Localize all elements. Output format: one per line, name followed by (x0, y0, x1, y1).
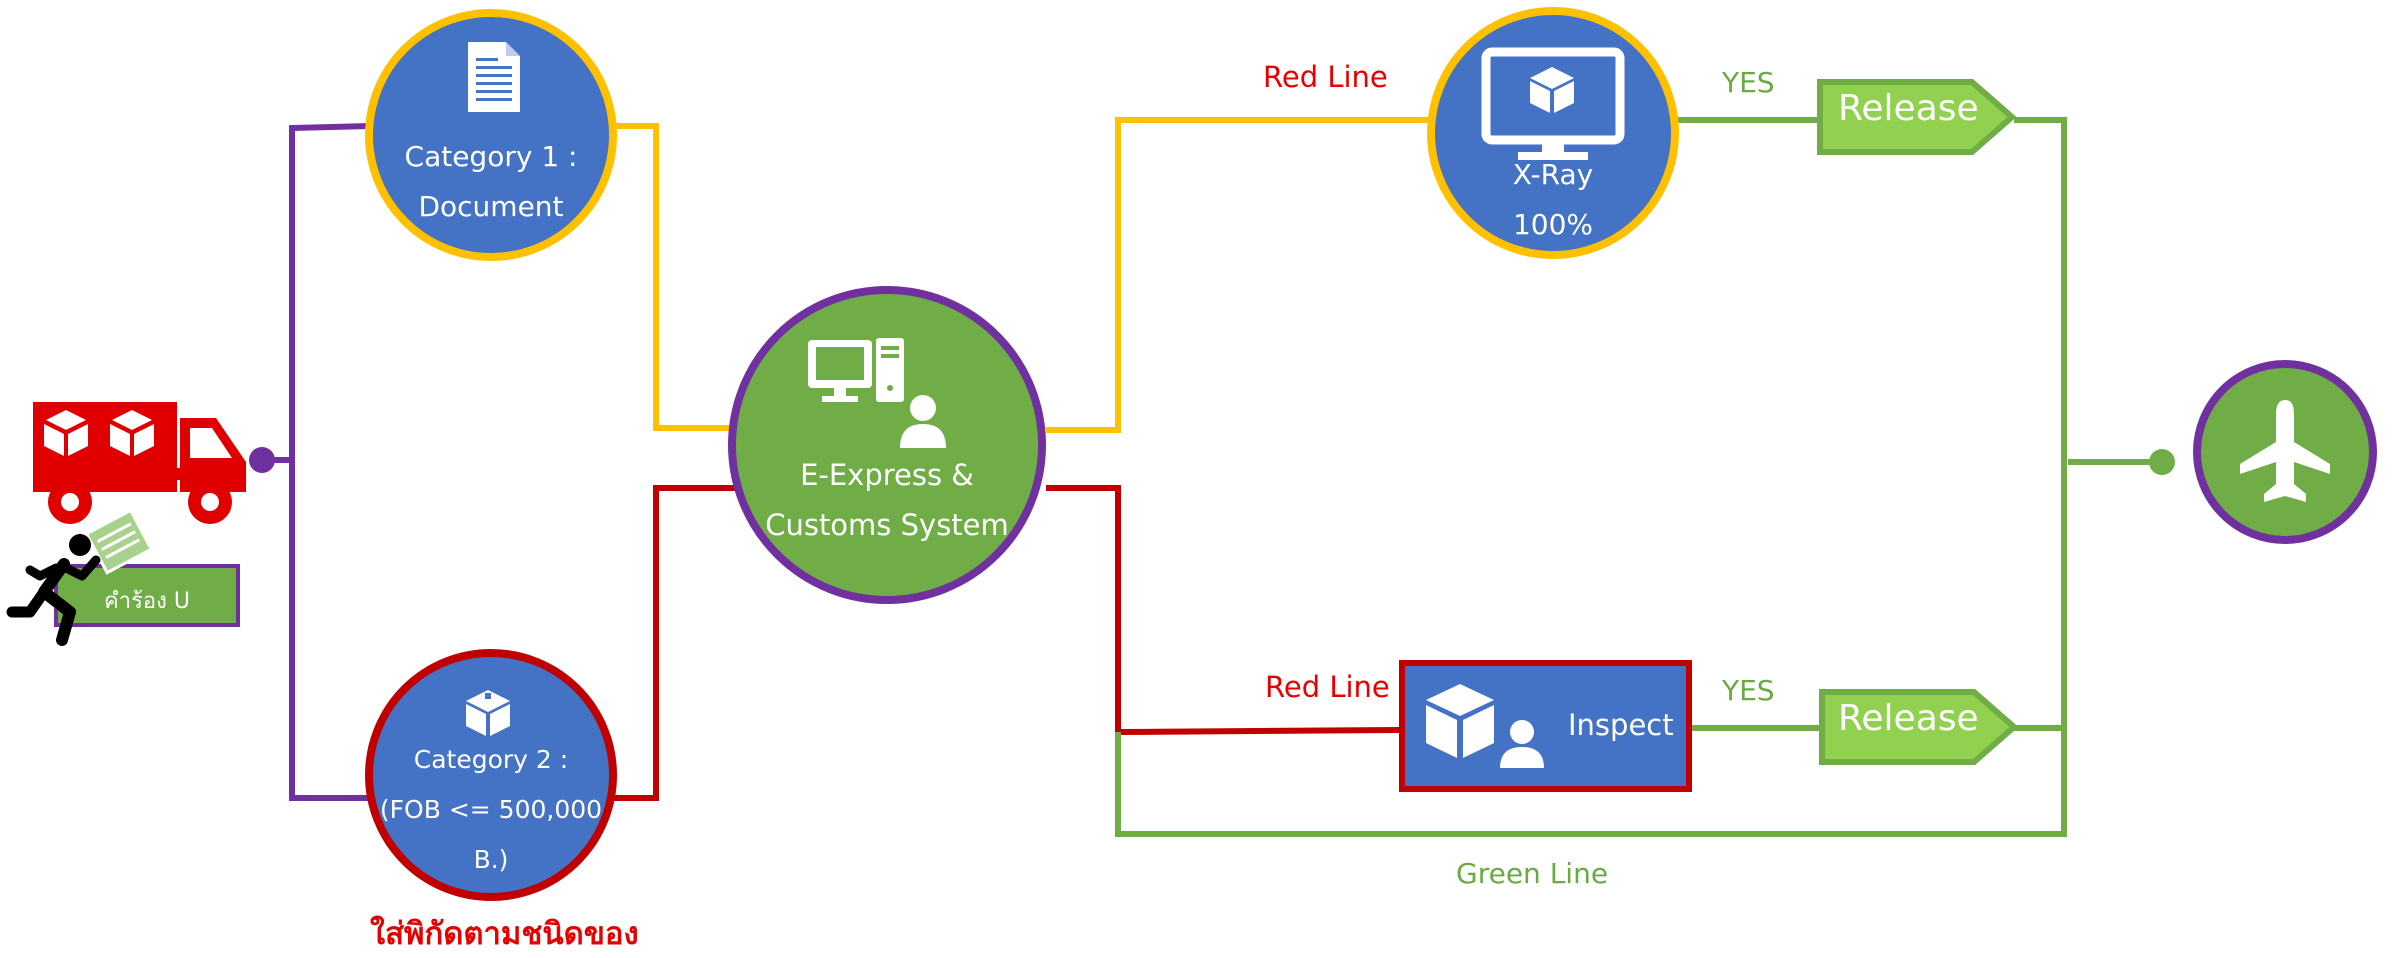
category2-line2: (FOB <= 500,000 B.) (379, 795, 603, 874)
xray-label: X-Ray 100% (1433, 150, 1673, 250)
xray-line2: 100% (1512, 208, 1594, 241)
airport-node (2193, 360, 2377, 544)
yellow-connector-cat1 (612, 123, 732, 431)
document-icon (468, 42, 520, 112)
monitor-icon (1481, 47, 1625, 160)
truck-connector-dot (249, 447, 275, 473)
green-connectors (1115, 117, 2162, 837)
inspector-icon (1500, 720, 1544, 768)
category1-label: Category 1 : Document (369, 132, 613, 232)
category2-note: ใส่พิกัดตามชนิดของ (370, 916, 639, 952)
system-label: E-Express & Customs System (737, 450, 1037, 550)
box-icon (466, 690, 510, 736)
yes-top-label: YES (1722, 66, 1775, 99)
airplane-icon (2240, 400, 2330, 502)
xray-node (1427, 7, 1679, 259)
user-icon (900, 395, 946, 448)
category1-line2: Document (418, 190, 564, 223)
category2-line1: Category 2 : (413, 745, 569, 774)
system-line2: Customs System (765, 508, 1009, 542)
red-connector-cat2 (610, 485, 738, 801)
inspect-label: Inspect (1568, 708, 1674, 742)
category1-node (365, 9, 617, 261)
release-tag-top (1817, 79, 2017, 155)
yellow-connector-xray (1046, 117, 1432, 433)
red-line-top-label: Red Line (1263, 60, 1388, 94)
plane-connector-dot (2149, 449, 2175, 475)
package-icon (1426, 684, 1494, 758)
red-connector-inspect (1046, 485, 1403, 736)
system-line1: E-Express & (800, 458, 974, 492)
xray-line1: X-Ray (1512, 158, 1594, 191)
computer-icon (808, 338, 904, 402)
release-top-label: Release (1838, 88, 1979, 129)
form-paper-icon (84, 508, 154, 575)
form-label: คำร้อง U (104, 589, 190, 614)
system-node (728, 286, 1046, 604)
release-bottom-label: Release (1838, 698, 1979, 739)
delivery-truck-icon (33, 402, 246, 524)
inspect-box (1399, 660, 1692, 792)
purple-connectors (262, 123, 372, 801)
running-person-icon (6, 534, 101, 646)
category2-node (365, 649, 617, 901)
category2-label: Category 2 : (FOB <= 500,000 B.) (362, 735, 620, 885)
green-line-label: Green Line (1456, 857, 1609, 890)
release-tag-bottom (1819, 689, 2019, 765)
red-line-bottom-label: Red Line (1265, 670, 1390, 704)
category1-line1: Category 1 : (404, 140, 578, 173)
yes-bottom-label: YES (1722, 674, 1775, 707)
